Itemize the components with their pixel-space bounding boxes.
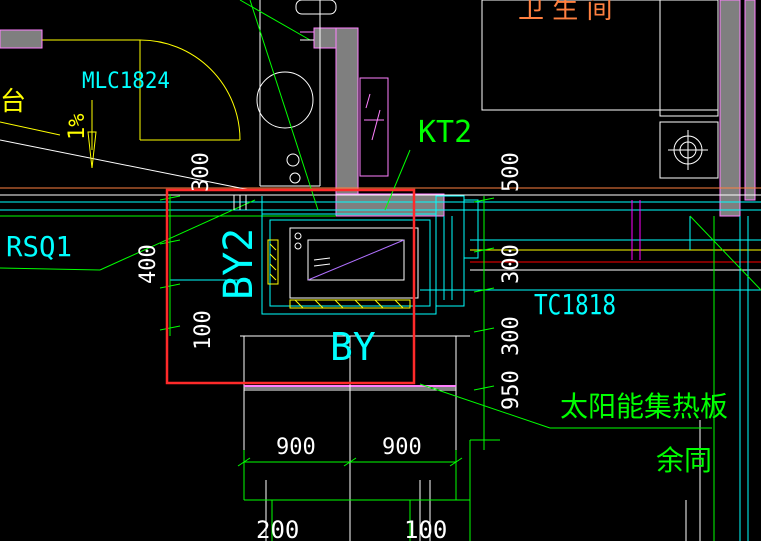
wall-right-thin [744, 0, 756, 201]
water-heater [267, 227, 419, 309]
dim-500: 500 [499, 152, 524, 192]
washing-machine [359, 77, 389, 177]
wall-top-left [0, 29, 43, 49]
dim-900-a: 900 [276, 435, 316, 460]
water-heater-body [289, 227, 419, 299]
door-swing [0, 39, 241, 141]
drain-icon-small [286, 153, 300, 167]
toilet-icon [256, 71, 314, 129]
dim-200: 200 [256, 516, 299, 541]
hatched-strip-left [267, 239, 279, 285]
dim-300-top: 300 [189, 152, 214, 192]
label-window: MLC1824 [82, 69, 170, 94]
dim-950: 950 [499, 370, 524, 410]
hatched-strip-bottom [289, 299, 411, 309]
grid-lines [0, 139, 761, 337]
dim-300-mid: 300 [499, 244, 524, 284]
room-outlines [256, 0, 719, 187]
label-solar: 太阳能集热板 [560, 390, 728, 423]
label-top-room: 卫 生 间 [518, 0, 613, 25]
right-verticals [631, 200, 749, 541]
label-tc: TC1818 [534, 288, 616, 321]
label-by: BY [330, 325, 376, 369]
solar-panel [243, 335, 457, 541]
label-stair-char: 台 [0, 87, 26, 117]
balcony-outline [261, 195, 479, 315]
dim-400: 400 [136, 244, 161, 284]
dim-300-low: 300 [499, 316, 524, 356]
dimension-lines [159, 194, 500, 541]
wall-right-top [719, 0, 741, 217]
walls [0, 0, 756, 217]
dim-900-b: 900 [382, 435, 422, 460]
dim-100-bottom: 100 [404, 516, 447, 541]
pipe-marks [233, 31, 314, 210]
label-same: 余同 [656, 444, 712, 477]
dim-100-left: 100 [191, 310, 216, 350]
label-rsq: RSQ1 [6, 230, 72, 263]
highlight-box[interactable] [165, 188, 416, 385]
leader-lines [0, 0, 761, 429]
label-by2: BY2 [216, 228, 262, 300]
label-slope: 1% [65, 114, 90, 141]
label-kt: KT2 [418, 115, 472, 150]
slope-arrow-icon [87, 100, 97, 169]
